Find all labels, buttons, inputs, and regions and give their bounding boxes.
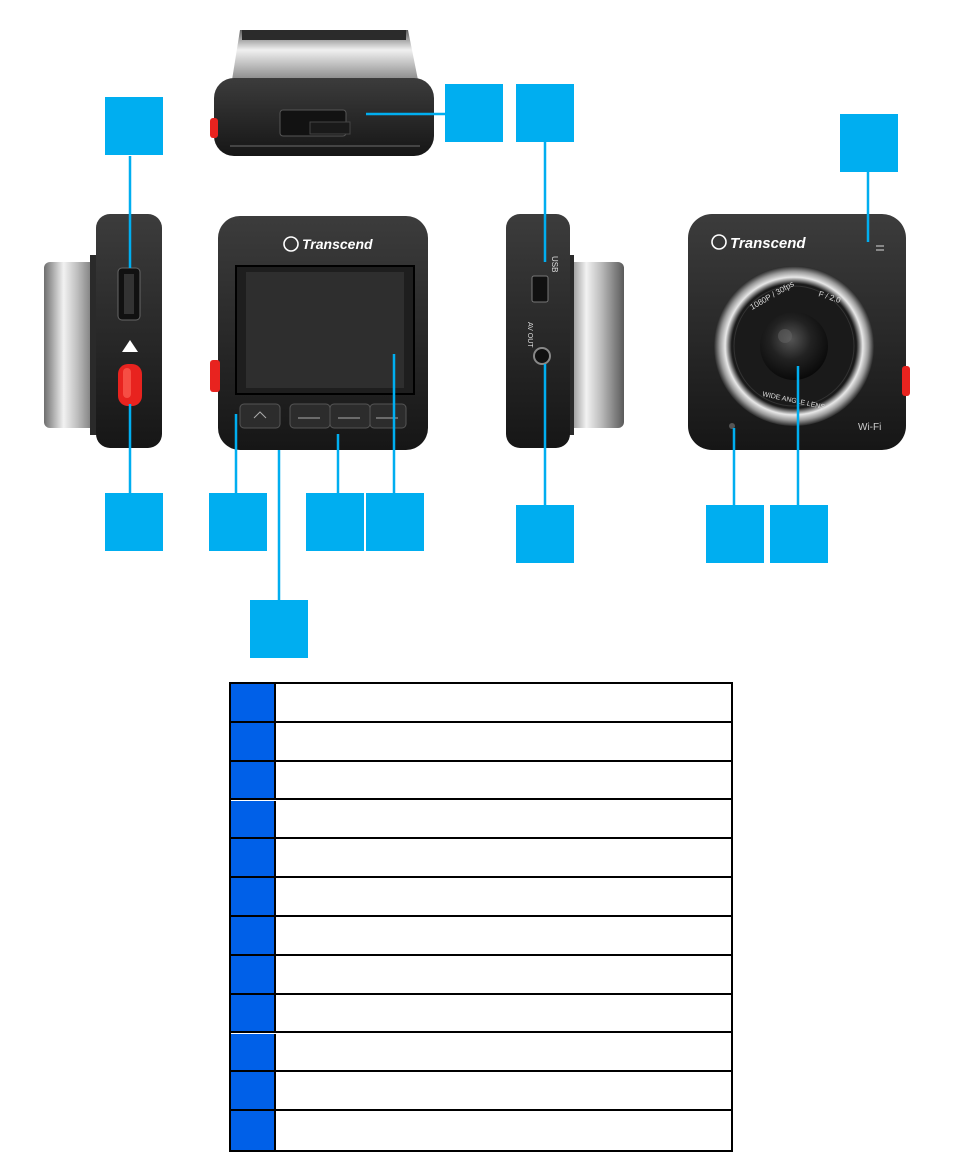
usb-port-label: USB [550,256,559,272]
legend-number-cell [231,995,276,1032]
left-side-view [44,214,162,448]
legend-row [231,1034,731,1073]
legend-description-cell [281,878,725,915]
legend-row [231,684,731,723]
legend-number-cell [231,684,276,721]
legend-description-cell [281,917,725,954]
legend-row [231,1111,731,1150]
legend-table [229,682,733,1152]
mic-hole [876,245,884,247]
device-diagram: Transcend USB AV OUT Transcend [0,0,962,665]
function-button-4 [370,404,406,428]
legend-description-cell [281,839,725,876]
legend-number-cell [231,723,276,760]
legend-description-cell [281,995,725,1032]
legend-row [231,878,731,917]
legend-number-cell [231,801,276,838]
legend-row [231,839,731,878]
legend-row [231,995,731,1034]
legend-row [231,1072,731,1111]
screen-view: Transcend [210,216,428,450]
callout-4 [105,97,163,155]
legend-description-cell [281,723,725,760]
legend-description-cell [281,801,725,838]
callout-11 [706,505,764,563]
legend-number-cell [231,839,276,876]
legend-number-cell [231,878,276,915]
legend-description-cell [281,684,725,721]
function-button-1 [240,404,280,428]
callout-3 [840,114,898,172]
function-button-3 [330,404,370,428]
legend-description-cell [281,1072,725,1109]
wifi-label: Wi-Fi [858,422,881,433]
lcd-screen-inner [246,272,404,388]
legend-row [231,762,731,801]
legend-row [231,956,731,995]
legend-row [231,917,731,956]
callout-6 [209,493,267,551]
legend-number-cell [231,956,276,993]
function-buttons [240,404,406,428]
legend-number-cell [231,1111,276,1150]
legend-description-cell [281,1111,725,1150]
screen-view-brand: Transcend [302,236,373,252]
right-side-lens-ring [566,262,624,428]
legend-description-cell [281,956,725,993]
legend-description-cell [281,762,725,799]
memory-card-slot-inner [124,274,134,314]
callout-1 [445,84,503,142]
right-side-body [506,214,570,448]
callout-12 [770,505,828,563]
legend-description-cell [281,1034,725,1071]
lens-view-record-edge [902,366,910,396]
callout-7 [250,600,308,658]
callout-8 [306,493,364,551]
callout-2 [516,84,574,142]
legend-number-cell [231,762,276,799]
mount-slot-inner [310,122,350,134]
callout-9 [366,493,424,551]
legend-number-cell [231,917,276,954]
av-out-port-label: AV OUT [526,322,533,348]
screen-view-record-edge [210,360,220,392]
lens-view-brand: Transcend [730,235,806,252]
function-button-2 [290,404,330,428]
legend-number-cell [231,1072,276,1109]
top-view-record-edge [210,118,218,138]
legend-row [231,801,731,840]
legend-number-cell [231,1034,276,1071]
right-side-view: USB AV OUT [506,214,624,448]
top-view [210,30,434,156]
usb-port [532,276,548,302]
top-view-lens-rim [242,30,406,40]
callout-10 [516,505,574,563]
callout-5 [105,493,163,551]
legend-row [231,723,731,762]
camera-lens [760,312,828,380]
av-out-port [534,348,550,364]
